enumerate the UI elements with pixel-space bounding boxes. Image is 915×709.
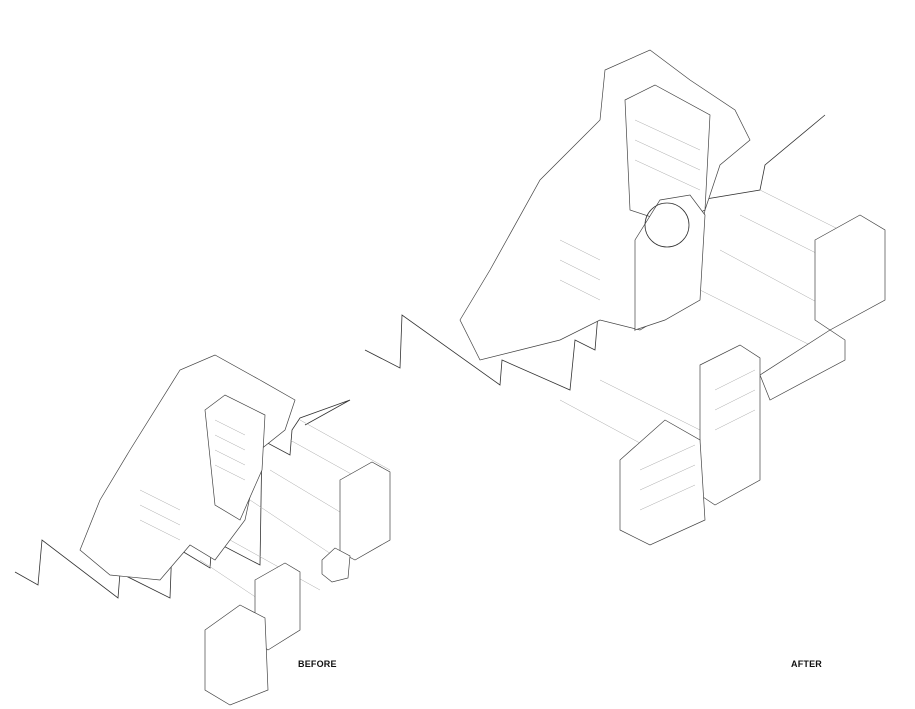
after-axonometric (364, 49, 886, 546)
before-axonometric (14, 354, 391, 706)
before-label: BEFORE (298, 659, 337, 669)
after-label: AFTER (791, 659, 822, 669)
